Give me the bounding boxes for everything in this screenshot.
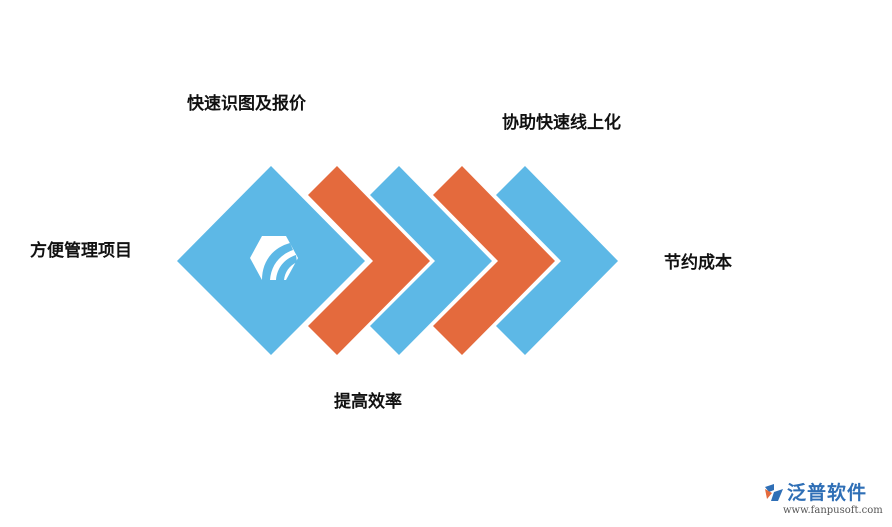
label-save-cost: 节约成本 xyxy=(664,253,732,273)
label-manage-projects: 方便管理项目 xyxy=(30,241,132,261)
label-assist-online: 协助快速线上化 xyxy=(502,113,621,133)
chevron-4-blue xyxy=(496,166,618,355)
watermark-brand: 泛普软件 xyxy=(787,482,868,504)
chevron-3-orange xyxy=(433,166,555,355)
chevron-2-blue xyxy=(370,166,492,355)
watermark: 泛普软件 www.fanpusoft.com xyxy=(763,481,885,521)
watermark-url: www.fanpusoft.com xyxy=(783,505,883,516)
fanpu-logo-icon xyxy=(765,484,783,501)
label-quick-recognition-quote: 快速识图及报价 xyxy=(187,94,306,114)
label-improve-efficiency: 提高效率 xyxy=(334,392,402,412)
hexagon-logo-icon xyxy=(250,236,298,280)
chevron-1-orange xyxy=(308,166,430,355)
